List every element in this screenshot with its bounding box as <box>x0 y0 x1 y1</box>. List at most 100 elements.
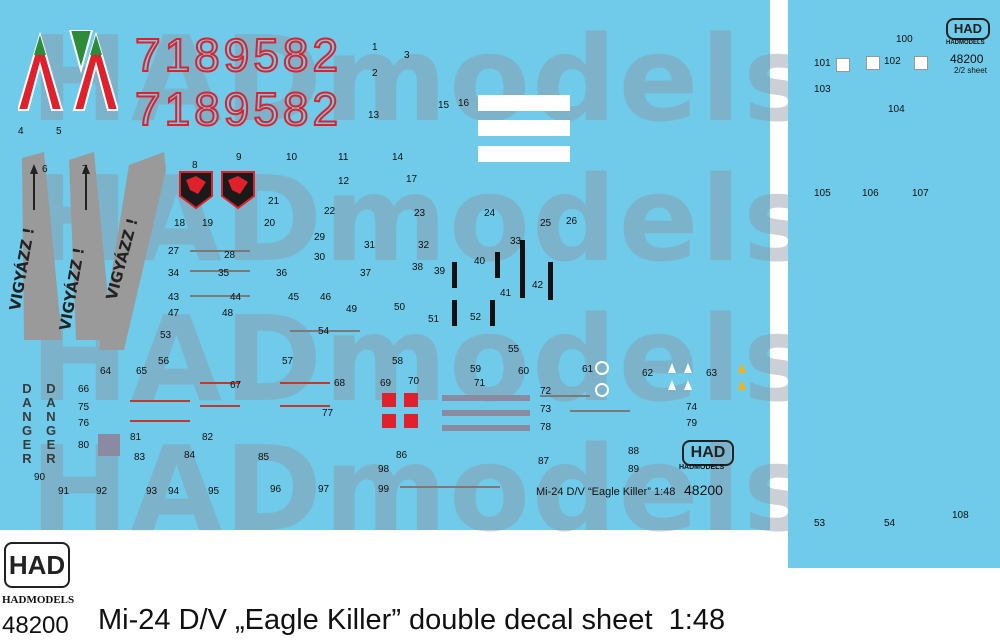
decal-number-88: 88 <box>628 446 640 457</box>
stencil-line <box>190 295 250 297</box>
decal-number-81: 81 <box>130 432 142 443</box>
decal-number-51: 51 <box>428 314 440 325</box>
decal-number-96: 96 <box>270 484 282 495</box>
side-decal-number-104: 104 <box>888 104 905 115</box>
decal-number-77: 77 <box>322 408 334 419</box>
placard-101 <box>836 58 850 72</box>
decal-number-76: 76 <box>78 418 90 429</box>
decal-number-67: 67 <box>230 380 242 391</box>
decal-number-8: 8 <box>192 160 198 171</box>
decal-number-5: 5 <box>56 126 62 137</box>
side-decal-number-101: 101 <box>814 58 831 69</box>
decal-number-13: 13 <box>368 110 380 121</box>
title-text: Mi-24 D/V „Eagle Killer” double decal sh… <box>98 604 653 636</box>
antenna-bar-5 <box>452 300 457 326</box>
decal-number-18: 18 <box>174 218 186 229</box>
decal-number-24: 24 <box>484 208 496 219</box>
decal-number-34: 34 <box>168 268 180 279</box>
decal-number-68: 68 <box>334 378 346 389</box>
decal-number-85: 85 <box>258 452 270 463</box>
decal-number-93: 93 <box>146 486 158 497</box>
decal-number-94: 94 <box>168 486 180 497</box>
decal-number-27: 27 <box>168 246 180 257</box>
stencil-line <box>200 382 240 384</box>
walkway-bar-2 <box>442 410 530 416</box>
decal-number-79: 79 <box>686 418 698 429</box>
sheet-caption: Mi-24 D/V “Eagle Killer” 1:48 <box>536 486 676 498</box>
white-stripe-3 <box>478 146 570 162</box>
stencil-line <box>280 405 330 407</box>
eagle-killer-badges <box>179 171 255 210</box>
decal-number-15: 15 <box>438 100 450 111</box>
decal-number-87: 87 <box>538 456 550 467</box>
decal-number-14: 14 <box>392 152 404 163</box>
side-decal-number-53: 53 <box>814 518 826 529</box>
antenna-bar-1 <box>452 262 457 288</box>
side-code: 48200 <box>950 52 984 66</box>
decal-number-57: 57 <box>282 356 294 367</box>
decal-number-37: 37 <box>360 268 372 279</box>
stencil-line <box>540 395 590 397</box>
decal-number-46: 46 <box>320 292 332 303</box>
walkway-bar-1 <box>442 395 530 401</box>
serial-number-2: 7189582 <box>134 82 343 136</box>
decal-number-10: 10 <box>286 152 298 163</box>
decal-number-28: 28 <box>224 250 236 261</box>
side-decal-number-102: 102 <box>884 56 901 67</box>
side-decal-number-103: 103 <box>814 84 831 95</box>
decal-number-99: 99 <box>378 484 390 495</box>
serial-number-1: 7189582 <box>134 28 343 82</box>
decal-number-38: 38 <box>412 262 424 273</box>
decal-number-30: 30 <box>314 252 326 263</box>
brand-name: HADMODELS <box>2 594 75 606</box>
antenna-bar-3 <box>520 240 525 298</box>
decal-number-19: 19 <box>202 218 214 229</box>
white-stripe-1 <box>478 95 570 111</box>
decal-number-45: 45 <box>288 292 300 303</box>
decal-number-82: 82 <box>202 432 214 443</box>
antenna-bar-6 <box>490 300 495 326</box>
red-stencil-1 <box>382 393 396 407</box>
placard-102b <box>914 56 928 70</box>
decal-number-47: 47 <box>168 308 180 319</box>
decal-number-4: 4 <box>18 126 24 137</box>
decal-number-74: 74 <box>686 402 698 413</box>
stencil-line <box>130 400 190 402</box>
decal-number-31: 31 <box>364 240 376 251</box>
side-label: 2/2 sheet <box>954 66 987 75</box>
decal-number-41: 41 <box>500 288 512 299</box>
decal-number-84: 84 <box>184 450 196 461</box>
decal-number-72: 72 <box>540 386 552 397</box>
watermark-row-3: HADmodels <box>30 290 816 428</box>
brand-logo: HAD <box>4 542 70 588</box>
title-scale: 1:48 <box>668 604 726 636</box>
decal-number-2: 2 <box>372 68 378 79</box>
decal-number-89: 89 <box>628 464 640 475</box>
stencil-line <box>290 330 360 332</box>
hungarian-chevron-markings <box>18 30 118 111</box>
decal-number-44: 44 <box>230 292 242 303</box>
decal-number-53: 53 <box>160 330 172 341</box>
gray-panel-80 <box>98 434 120 456</box>
decal-number-90: 90 <box>34 472 46 483</box>
decal-number-35: 35 <box>218 268 230 279</box>
side-decal-number-105: 105 <box>814 188 831 199</box>
decal-number-66: 66 <box>78 384 90 395</box>
decal-number-25: 25 <box>540 218 552 229</box>
decal-number-71: 71 <box>474 378 486 389</box>
decal-number-83: 83 <box>134 452 146 463</box>
decal-number-59: 59 <box>470 364 482 375</box>
decal-number-43: 43 <box>168 292 180 303</box>
decal-number-17: 17 <box>406 174 418 185</box>
decal-number-97: 97 <box>318 484 330 495</box>
sheet-code: 48200 <box>684 482 723 498</box>
main-decal-sheet: HADmodels HADmodels HADmodels HADmodels … <box>0 0 813 558</box>
walkway-bar-3 <box>442 425 530 431</box>
decal-number-16: 16 <box>458 98 470 109</box>
red-stencil-2 <box>404 393 418 407</box>
decal-number-7: 7 <box>82 164 88 175</box>
decal-number-39: 39 <box>434 266 446 277</box>
decal-number-95: 95 <box>208 486 220 497</box>
decal-number-32: 32 <box>418 240 430 251</box>
